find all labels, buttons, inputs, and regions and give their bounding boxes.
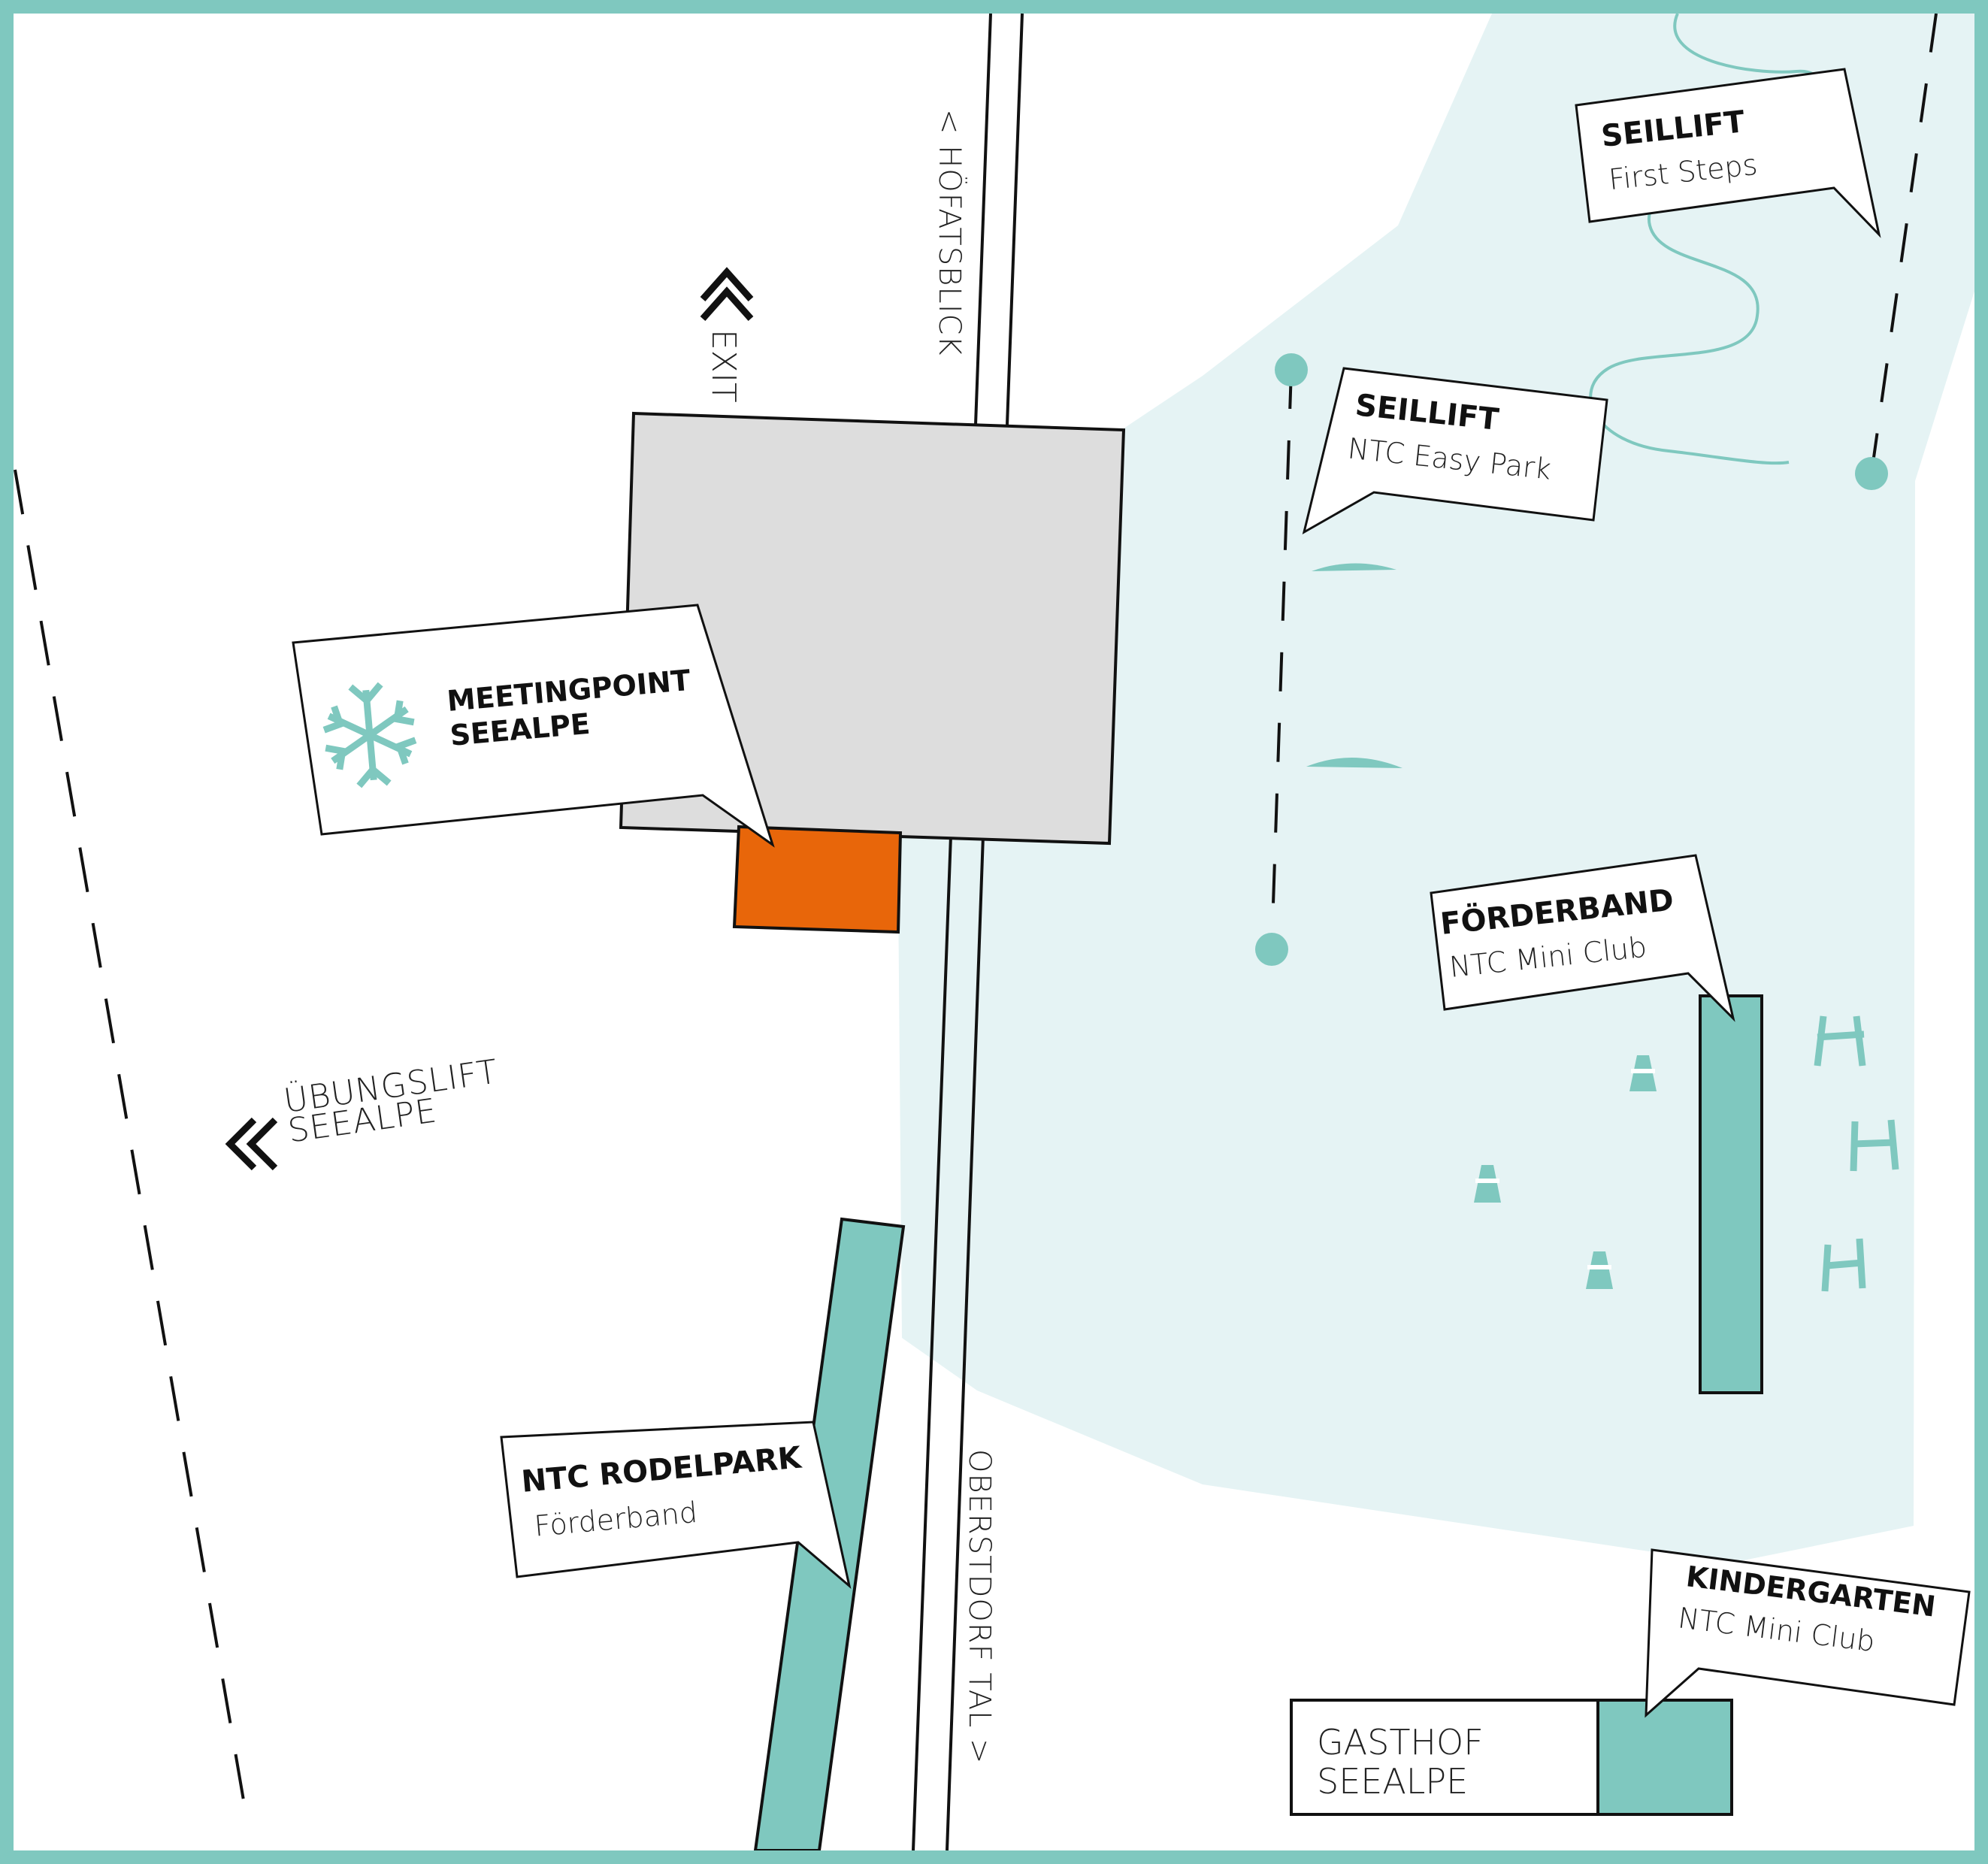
- slalom-gate-icon: [1814, 1015, 1866, 1067]
- lift-station-dot: [1255, 933, 1288, 966]
- callout-bubble: [1575, 68, 1881, 238]
- lift-line-easy-park: [1270, 369, 1293, 949]
- gasthof-label-line2: SEEALPE: [1317, 1761, 1468, 1802]
- ramp-lower: [1306, 757, 1402, 768]
- snowflake-logo-icon: [322, 682, 417, 788]
- road-label-oberstdorf-tal: OBERSTDORF TAL >: [962, 1449, 997, 1765]
- callout-bubble: [292, 604, 775, 848]
- slalom-gate-icon: [1850, 1119, 1899, 1172]
- cone-stripes: [1475, 1069, 1655, 1269]
- double-chevron-up-icon: [700, 267, 754, 321]
- callout-seillift-easy-park[interactable]: SEILLIFT NTC Easy Park: [1302, 367, 1608, 535]
- callout-bubble: [500, 1421, 852, 1590]
- slalom-gate-icon: [1821, 1238, 1866, 1292]
- callout-meetingpoint[interactable]: MEETINGPOINT SEEALPE: [292, 604, 775, 848]
- ramp-upper: [1312, 563, 1396, 571]
- lift-station-dot: [1275, 353, 1308, 386]
- cone-icon: [1474, 1165, 1501, 1203]
- exit-label: EXIT: [704, 329, 743, 403]
- callout-rodelpark[interactable]: NTC RODELPARK Förderband: [500, 1421, 852, 1590]
- gasthof-label-line1: GASTHOF: [1317, 1722, 1484, 1763]
- double-chevron-left-icon: [225, 1117, 278, 1171]
- callout-bubble: [1645, 1548, 1971, 1718]
- road-label-hoefatsblick: < HÖFATSBLICK: [932, 109, 968, 356]
- gasthof-building: [1290, 1699, 1599, 1816]
- lift-station-dot: [1855, 457, 1888, 490]
- callout-bubble: [1302, 367, 1608, 535]
- cone-icon: [1586, 1251, 1613, 1289]
- road: [912, 13, 1024, 1851]
- meetingpoint-block: [732, 825, 903, 934]
- exit-marker[interactable]: EXIT: [700, 267, 754, 403]
- kindergarten-building: [1596, 1699, 1733, 1816]
- lift-line-first-steps: [1870, 13, 1938, 474]
- callout-foerderband-mini-club[interactable]: FÖRDERBAND NTC Mini Club: [1430, 854, 1735, 1022]
- foerderband-conveyor: [1699, 994, 1763, 1394]
- callout-bubble: [1430, 854, 1735, 1022]
- callout-seillift-first-steps[interactable]: SEILLIFT First Steps: [1575, 68, 1881, 238]
- callout-kindergarten[interactable]: KINDERGARTEN NTC Mini Club: [1645, 1548, 1971, 1718]
